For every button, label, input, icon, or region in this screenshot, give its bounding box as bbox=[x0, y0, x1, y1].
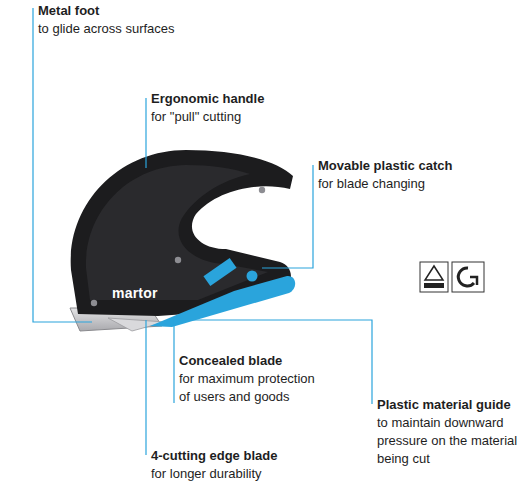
part-note: for "pull" cutting bbox=[151, 108, 241, 126]
plastic-catch bbox=[203, 258, 236, 286]
leader-line bbox=[173, 318, 174, 403]
leader-line bbox=[145, 98, 146, 168]
part-name: Ergonomic handle bbox=[151, 90, 264, 108]
part-note: for longer durability bbox=[151, 465, 262, 483]
material-guide bbox=[150, 276, 295, 327]
brand-logo: martor bbox=[112, 284, 158, 302]
screw bbox=[91, 300, 97, 306]
part-note: to maintain downward pressure on the mat… bbox=[377, 414, 525, 468]
part-name: Concealed blade bbox=[179, 352, 329, 370]
part-name: Movable plastic catch bbox=[318, 157, 452, 175]
handle-panel bbox=[86, 165, 268, 300]
part-note: to glide across surfaces bbox=[38, 20, 175, 38]
certification-mark bbox=[420, 262, 448, 292]
screw bbox=[259, 187, 265, 193]
part-name: Plastic material guide bbox=[377, 396, 525, 414]
catch-button bbox=[247, 271, 258, 282]
leader-line bbox=[33, 8, 92, 322]
screw bbox=[175, 257, 181, 263]
part-name: 4-cutting edge blade bbox=[151, 447, 277, 465]
part-note: for blade changing bbox=[318, 175, 425, 193]
part-note: for maximum protection of users and good… bbox=[179, 370, 329, 406]
leader-line bbox=[145, 320, 146, 455]
certification-mark bbox=[452, 262, 484, 292]
part-name: Metal foot bbox=[38, 2, 99, 20]
leader-line bbox=[262, 165, 313, 268]
